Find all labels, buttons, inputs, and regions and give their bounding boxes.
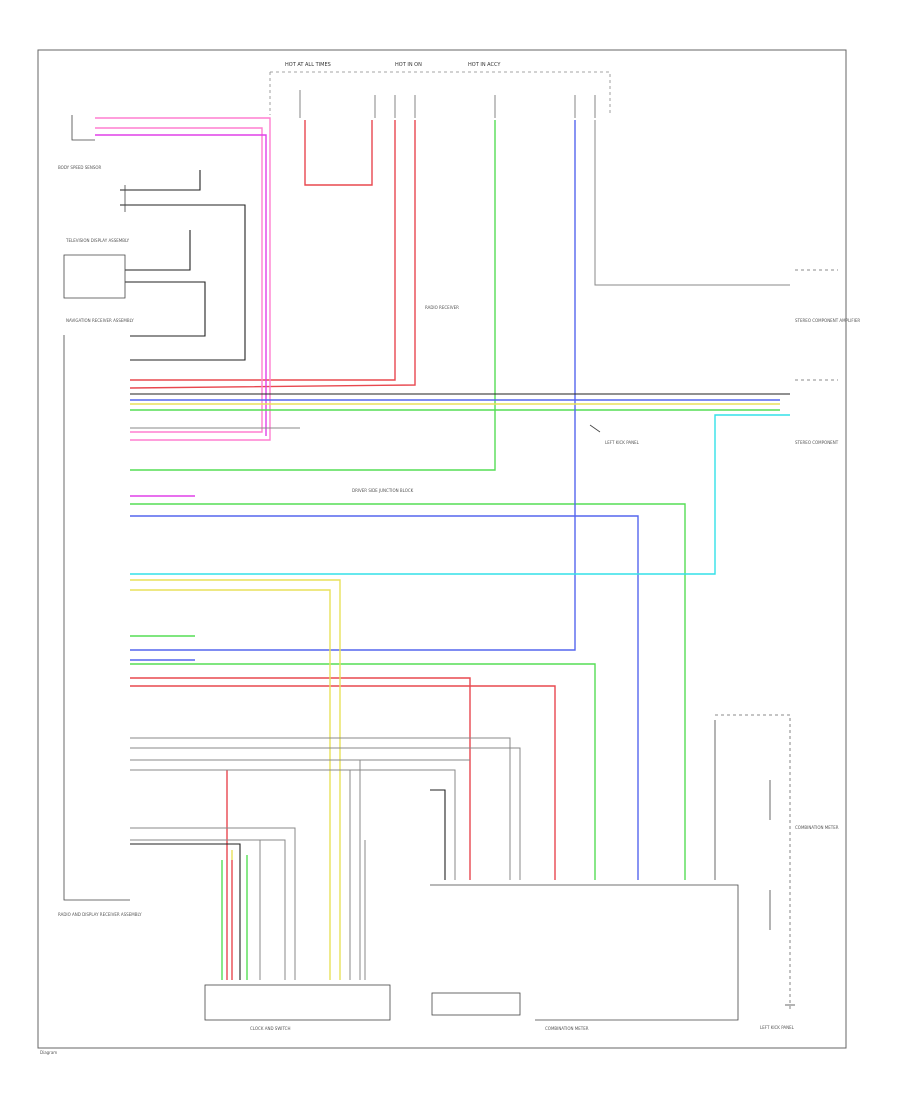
label-left-module-1: TELEVISION DISPLAY ASSEMBLY [66,238,130,243]
cyan-wires [130,414,790,575]
label-right-bottom-2: LEFT KICK PANEL [760,1025,794,1030]
bottom-connector-left [204,984,391,1021]
label-left-sensor: BODY SPEED SENSOR [58,165,102,170]
ground-symbols [589,424,795,1006]
top-fuse-box [269,71,611,115]
label-right-module-3: RADIO RECEIVER [425,305,459,310]
label-footer: Diagram [40,1050,58,1055]
label-right-module-2: STEREO COMPONENT [795,440,839,445]
green-wires [130,120,780,980]
label-right-module-1: STEREO COMPONENT AMPLIFIER [795,318,861,323]
black-wires [120,170,790,980]
label-left-module-2: NAVIGATION RECEIVER ASSEMBLY [66,318,134,323]
label-top-fuse-2: HOT IN ON [395,62,422,68]
label-top-fuse-1: HOT AT ALL TIMES [285,62,331,68]
label-bottom-left-box: CLOCK AND SWITCH [250,1026,291,1031]
left-modules [63,115,130,901]
right-components [715,269,838,1010]
label-right-bottom-1: COMBINATION METER [795,825,839,830]
diagram-frame [37,49,847,1049]
label-bottom-left-text: RADIO AND DISPLAY RECEIVER ASSEMBLY [58,912,142,917]
blue-wires [130,120,780,880]
yellow-wires [130,403,780,980]
red-wires [129,120,556,980]
label-mid-junction: DRIVER SIDE JUNCTION BLOCK [352,488,414,493]
pink-wires [95,117,271,441]
gray-wires [130,120,790,980]
label-left-ground: LEFT KICK PANEL [605,440,639,445]
magenta-wires [95,134,267,497]
label-top-fuse-3: HOT IN ACCY [468,62,501,68]
bottom-connector-mid [430,884,739,1021]
right-connector-pins [714,720,771,930]
label-bottom-mid-box: COMBINATION METER [545,1026,589,1031]
top-fuses [299,90,596,118]
